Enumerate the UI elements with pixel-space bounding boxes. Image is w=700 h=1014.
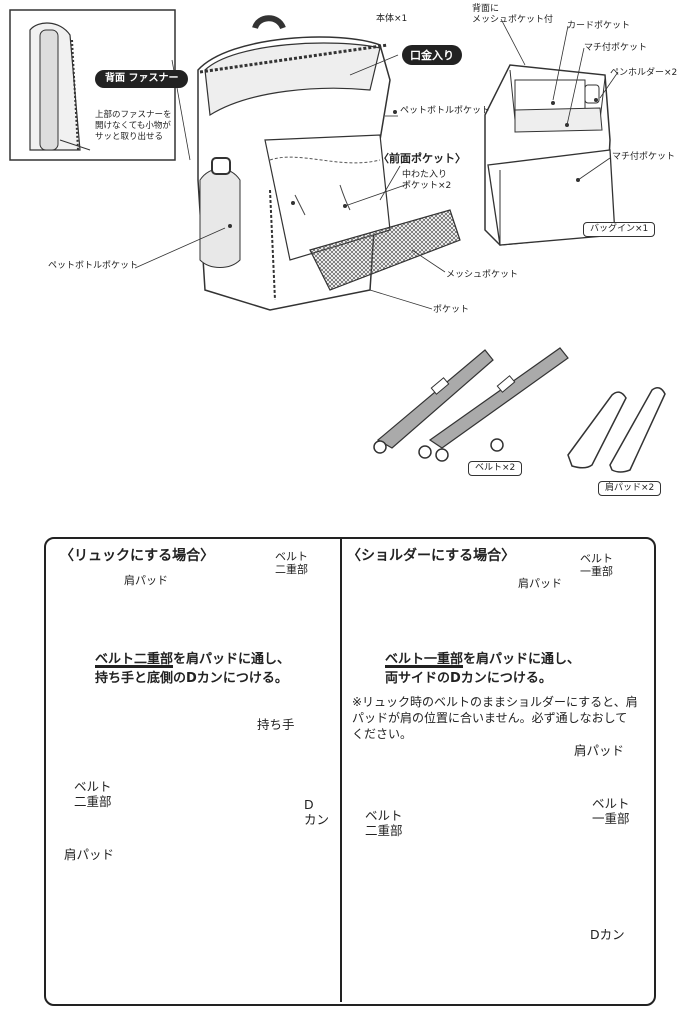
rucksack-instruction: ベルト二重部を肩パッドに通し、 持ち手と底側のDカンにつける。 — [95, 650, 290, 688]
frame-opening-label: 口金入り — [402, 45, 462, 65]
bag-in-label: バッグイン×1 — [583, 222, 656, 237]
mesh-pocket-label: メッシュポケット — [446, 270, 519, 280]
handle-label: 持ち手 — [257, 717, 295, 732]
card-pocket-label: カードポケット — [567, 21, 631, 31]
rucksack-instruction-line2-pre: 持ち手と底側の — [95, 671, 187, 686]
main-body-label: 本体×1 — [376, 14, 408, 24]
shoulder-pad-label: 肩パッド — [518, 577, 562, 590]
bag-in-organizer-illustration — [484, 64, 616, 246]
shoulder-title: 〈ショルダーにする場合〉 — [347, 548, 516, 564]
shoulder-belt-single-label2: ベルト 一重部 — [592, 796, 630, 826]
gusset-pocket-top-label: マチ付ポケット — [584, 43, 648, 53]
shoulder-instruction-line2-pre: 両サイドの — [385, 671, 451, 686]
shoulder-belt-double-label: ベルト 二重部 — [365, 808, 403, 838]
shoulder-instruction-line2-bold: Dカン — [450, 671, 487, 686]
backpack-body-illustration — [197, 15, 461, 311]
rucksack-instruction-line1: を肩パッドに通し、 — [173, 652, 291, 667]
rucksack-instruction-bold: ベルト二重部 — [95, 652, 174, 667]
rucksack-belt-double-label: ベルト 二重部 — [275, 550, 308, 576]
shoulder-pads-label: 肩パッド×2 — [598, 481, 662, 496]
panel-divider — [340, 539, 342, 1002]
rucksack-d-ring-label: D カン — [304, 797, 330, 827]
rucksack-instruction-line2-post: につける。 — [222, 671, 288, 686]
instructions-panel — [44, 537, 656, 1006]
pocket-label: ポケット — [433, 305, 470, 315]
shoulder-instruction-line1: を肩パッドに通し、 — [463, 652, 581, 667]
shoulder-pad-label2: 肩パッド — [574, 743, 625, 758]
shoulder-note: ※リュック時のベルトのままショルダーにすると、肩 パッドが肩の位置に合いません。… — [352, 695, 638, 741]
shoulder-instruction-bold: ベルト一重部 — [385, 652, 464, 667]
bottle-pocket-side-label: ペットボトルポケット — [48, 261, 139, 271]
shoulder-belt-single-label: ベルト 一重部 — [580, 552, 613, 578]
rucksack-belt-double-label2: ベルト 二重部 — [74, 779, 112, 809]
shoulder-d-ring-label: Dカン — [590, 927, 625, 942]
rucksack-pad-label2: 肩パッド — [64, 847, 115, 862]
padded-pockets-label: 中わた入り ポケット×2 — [402, 170, 452, 191]
rucksack-title: 〈リュックにする場合〉 — [60, 548, 215, 564]
pen-holder-label: ペンホルダー×2 — [610, 68, 678, 78]
front-pocket-label: 〈前面ポケット〉 — [378, 152, 466, 165]
back-zipper-label: 背面 ファスナー — [95, 70, 189, 88]
belts-label: ベルト×2 — [468, 461, 523, 476]
gusset-pocket-side-label: マチ付ポケット — [612, 152, 676, 162]
shoulder-instruction-line2-post: につける。 — [486, 671, 552, 686]
shoulder-pads-illustration — [567, 387, 666, 473]
mesh-pocket-back-label: 背面に メッシュポケット付 — [472, 4, 554, 25]
belts-illustration — [373, 347, 569, 462]
shoulder-instruction: ベルト一重部を肩パッドに通し、 両サイドのDカンにつける。 — [385, 650, 580, 688]
rucksack-pad-label: 肩パッド — [124, 574, 168, 587]
back-zipper-note: 上部のファスナーを 開けなくても小物が サッと取り出せる — [95, 110, 172, 142]
rucksack-instruction-line2-bold: Dカン — [186, 671, 223, 686]
bottle-pocket-inner-label: ペットボトルポケット — [400, 106, 491, 116]
